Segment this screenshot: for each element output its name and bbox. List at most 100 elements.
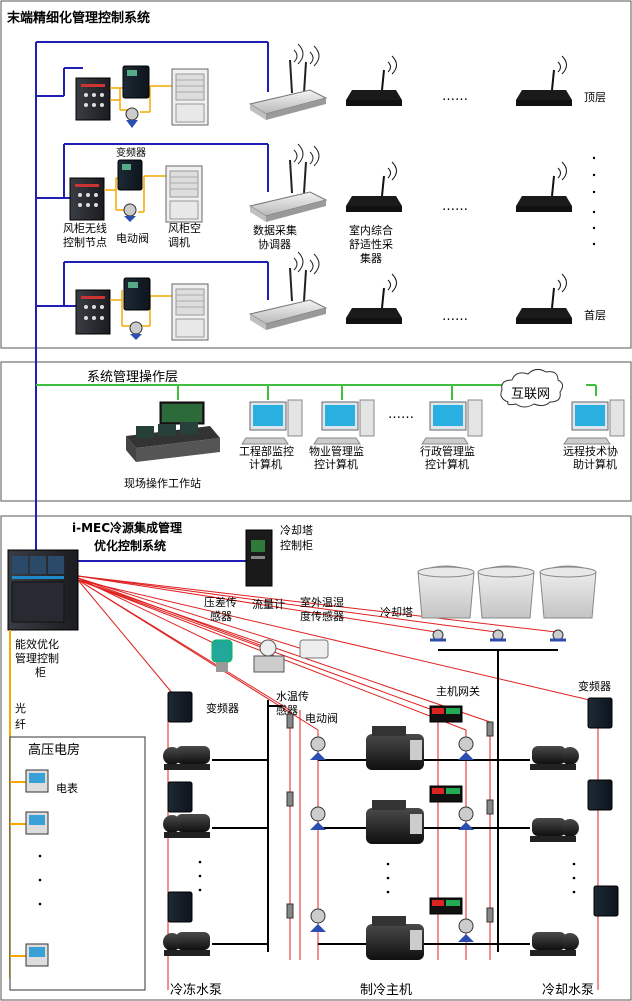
- water-temp-label-1: 水温传: [276, 690, 309, 703]
- chiller-icon: [366, 800, 424, 844]
- vfd-icon: [167, 891, 193, 923]
- ellipsis-top: ……: [442, 89, 468, 104]
- terminal-title: 末端精细化管理控制系统: [6, 10, 150, 26]
- label-coord-1: 数据采集: [253, 223, 297, 237]
- pc1-label-2: 计算机: [249, 457, 282, 471]
- chilled-pump-icon: [163, 746, 210, 770]
- pc3-label-2: 控计算机: [425, 457, 469, 471]
- vfd-icon: [587, 779, 613, 811]
- sensor-router-icon: [516, 55, 572, 106]
- label-vfd-terminal: 变频器: [116, 146, 146, 159]
- outdoor-sensor-label-1: 室外温湿: [300, 595, 344, 609]
- chiller-label: 制冷主机: [360, 983, 412, 998]
- sensor-router-icon: [346, 55, 402, 106]
- flowmeter-icon: [253, 639, 285, 673]
- valve-icon: [123, 203, 137, 217]
- meter-icon: [25, 769, 49, 793]
- pc-icon: [313, 399, 375, 445]
- gateway-icon: [429, 897, 463, 915]
- diff-sensor-label-2: 感器: [210, 610, 232, 623]
- label-valve-terminal: 电动阀: [116, 231, 149, 245]
- chilled-pump-dots: [198, 860, 202, 892]
- pc2-label-2: 控计算机: [314, 457, 358, 471]
- control-lines: [77, 575, 599, 990]
- ellipsis-middle: ……: [442, 199, 468, 214]
- label-coord-2: 协调器: [258, 237, 291, 251]
- ellipsis-bottom: ……: [442, 309, 468, 324]
- vfd-left-label: 变频器: [206, 701, 239, 715]
- chilled-pump-icon: [163, 814, 210, 838]
- water-temp-sensor-icon: [286, 903, 294, 919]
- label-top-floor: 顶层: [584, 91, 606, 104]
- cooling-tower-icon: [417, 565, 475, 619]
- floor-row-bottom: …… 首层: [63, 251, 606, 341]
- hv-room-label: 高压电房: [28, 742, 80, 758]
- tower-cabinet-icon: [245, 529, 273, 587]
- water-temp-sensor-icon: [486, 907, 494, 923]
- valve-icon: [458, 806, 474, 830]
- sensor-router-icon: [516, 161, 572, 212]
- chiller-icon: [366, 916, 424, 960]
- valve-icon: [310, 806, 326, 830]
- label-ahu-2: 调机: [168, 235, 190, 249]
- vertical-dots-right: [592, 156, 596, 246]
- cooling-tower-icon: [477, 565, 535, 619]
- cabinet-label-3: 柜: [35, 666, 46, 679]
- source-section-frame: [0, 515, 632, 1001]
- valve-icon: [310, 908, 326, 932]
- pc4-label-2: 助计算机: [573, 457, 617, 471]
- mgmt-ellipsis: ……: [388, 407, 414, 422]
- outdoor-sensor-icon: [299, 639, 329, 659]
- valve-icon: [310, 736, 326, 760]
- water-temp-sensor-icon: [486, 721, 494, 737]
- mgmt-section-frame: [0, 361, 632, 502]
- cabinet-label-1: 能效优化: [15, 637, 59, 651]
- pc3-label-1: 行政管理监: [420, 444, 475, 458]
- valve-icon: [458, 918, 474, 942]
- tower-cab-label-1: 冷却塔: [280, 524, 313, 537]
- label-ahu-1: 风柜空: [168, 221, 201, 235]
- vfd-icon: [167, 781, 193, 813]
- label-node-2: 控制节点: [63, 235, 107, 249]
- meter-dots: [38, 854, 42, 906]
- valve-icon: [125, 107, 139, 121]
- cooling-pump-icon: [530, 932, 579, 956]
- source-title-2: 优化控制系统: [94, 538, 166, 553]
- chilled-pump-label: 冷冻水泵: [170, 982, 222, 998]
- vfd-icon: [593, 885, 619, 917]
- pc-icon: [563, 399, 625, 445]
- pc2-label-1: 物业管理监: [309, 444, 364, 458]
- valve-label: 电动阀: [305, 711, 338, 725]
- label-node-1: 风柜无线: [63, 221, 107, 235]
- tower-label: 冷却塔: [380, 606, 413, 619]
- mgmt-title: 系统管理操作层: [87, 369, 178, 385]
- pc-icon: [241, 399, 303, 445]
- chiller-icon: [366, 726, 424, 770]
- meter-icon: [25, 943, 49, 967]
- fiber-label-1: 光: [15, 701, 26, 715]
- chiller-dots: [386, 862, 390, 894]
- vfd-icon: [587, 697, 613, 729]
- water-temp-sensor-icon: [286, 713, 294, 729]
- floor-row-middle: 变频器 风柜无线 控制节点 电动阀 风柜空 调机 数据采集 协调器: [63, 143, 596, 265]
- diff-sensor-icon: [211, 639, 233, 672]
- sensor-router-icon: [346, 161, 402, 212]
- meter-label: 电表: [56, 781, 78, 795]
- terminal-section-frame: [0, 0, 632, 349]
- cooling-pump-icon: [530, 746, 579, 770]
- valve-icon: [458, 736, 474, 760]
- gateway-icon: [429, 785, 463, 803]
- label-bottom-floor: 首层: [584, 308, 606, 322]
- host-gw-label: 主机网关: [436, 684, 480, 698]
- outdoor-sensor-label-2: 度传感器: [300, 609, 344, 623]
- meter-icon: [25, 811, 49, 835]
- sensor-router-icon: [346, 273, 402, 324]
- label-sensor-2: 舒适性采: [349, 237, 393, 251]
- tower-cab-label-2: 控制柜: [280, 538, 313, 552]
- pipe-network: [212, 649, 558, 952]
- operator-station-icon: [126, 401, 220, 462]
- cooling-tower-icon: [539, 565, 597, 619]
- tower-valve-icon: [490, 629, 506, 642]
- tower-valve-icon: [550, 629, 566, 642]
